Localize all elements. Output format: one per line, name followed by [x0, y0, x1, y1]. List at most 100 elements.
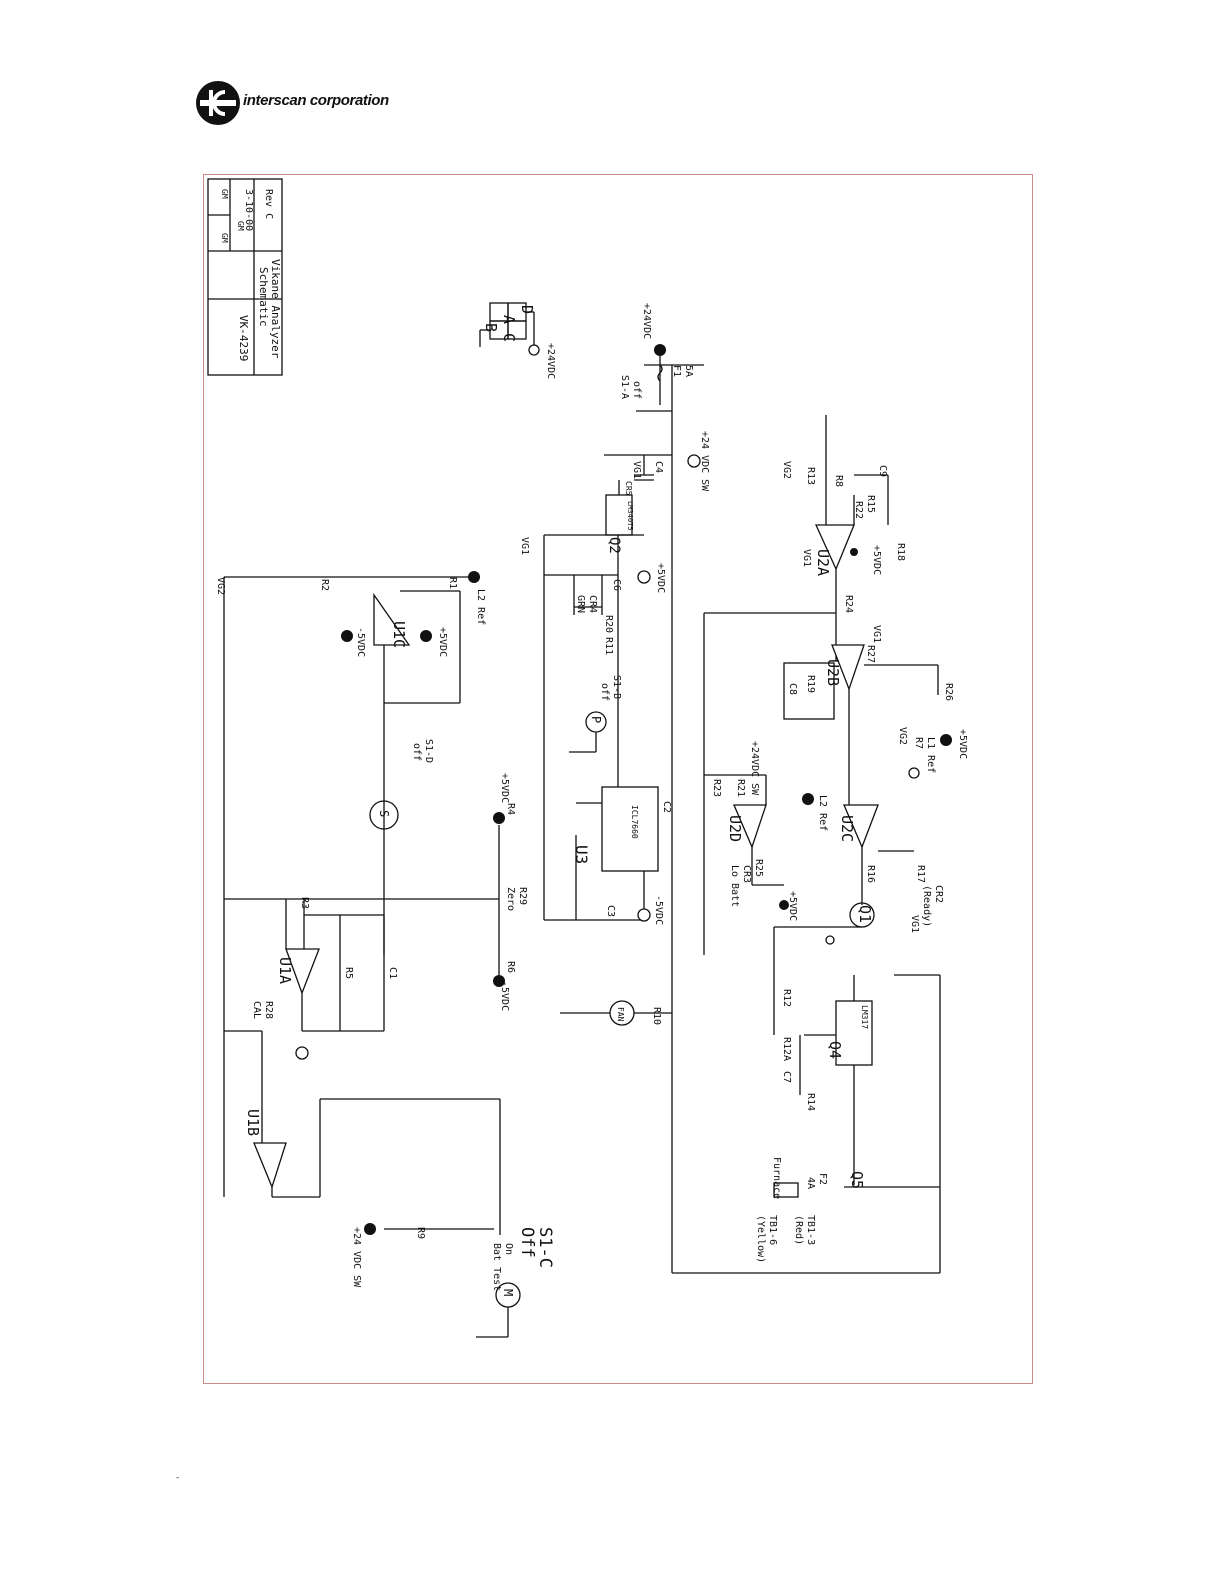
lm317-label: LM317 [860, 1005, 869, 1029]
f1-label: F1 [671, 365, 682, 377]
pump-label: P [589, 716, 603, 723]
r27-label: R27 [865, 645, 876, 663]
r21-label: R21 [735, 779, 746, 797]
r4-label: R4 [505, 803, 516, 815]
u2a-opamp [814, 524, 855, 571]
cr3-name: Lo Batt [729, 865, 740, 907]
r23-label: R23 [711, 779, 722, 797]
cr4-label: CR4 [587, 595, 598, 613]
q4-label: Q4 [826, 1041, 844, 1059]
u1c-opamp [373, 592, 411, 646]
connector-pin-a: A [500, 315, 518, 324]
r2-label: R2 [319, 579, 330, 591]
f1-rating: 5A [683, 365, 694, 377]
minus5-label-u3: -5VDC [653, 895, 664, 925]
title-line2: Schematic [257, 267, 270, 327]
u1a-opamp [285, 948, 320, 995]
connector-supply-label: +24VDC [545, 343, 556, 379]
q1-label: Q1 [856, 905, 874, 923]
r16-label: R16 [865, 865, 876, 883]
lm340-label: LM340T5 [626, 501, 634, 531]
vg2-label-right: VG2 [781, 461, 792, 479]
r12a-label: R12A [781, 1037, 792, 1061]
r10-label: R10 [651, 1007, 662, 1025]
r13-label: R13 [805, 467, 816, 485]
rev-label: Rev C [263, 189, 274, 219]
r22-label: R22 [853, 501, 864, 519]
r3-label: R3 [299, 897, 310, 909]
c6-label: C6 [611, 579, 622, 591]
l2-ref2-label: L2 Ref [817, 795, 828, 831]
s1c-on-label: On [503, 1243, 514, 1255]
drawing-number: VK-4239 [237, 315, 250, 361]
r29-name: Zero [505, 887, 516, 911]
cr3-label: CR3 [741, 865, 752, 883]
r28-name: CAL [251, 1001, 262, 1019]
c7-label: C7 [781, 1071, 792, 1083]
connector-pin-c: C [500, 333, 518, 342]
checked-by-label: GM [236, 221, 245, 231]
r12-label: R12 [781, 989, 792, 1007]
s1c-bat-label: Bat Test [491, 1243, 502, 1291]
plus5-label-u2a: +5VDC [871, 545, 882, 575]
u2c-label: U2C [838, 815, 856, 842]
r24-label: R24 [843, 595, 854, 613]
plus24-sw-label: +24 VDC SW [699, 431, 710, 492]
u2c-opamp [843, 804, 879, 849]
c4-label: C4 [653, 461, 664, 473]
r26-label: R26 [943, 683, 954, 701]
vg1-label-r27: VG1 [871, 625, 882, 643]
r19-label: R19 [805, 675, 816, 693]
r29-label: R29 [517, 887, 528, 905]
tb1-6-color: (Yellow) [755, 1215, 766, 1263]
plus24-sw2-label: +24VDC SW [749, 741, 760, 796]
c2-label: C2 [661, 801, 672, 813]
u2b-label: U2B [824, 659, 842, 686]
u2a-label: U2A [814, 549, 832, 576]
grn-label: GRN [575, 595, 586, 613]
s1a-label: S1-A [619, 375, 630, 399]
s1d-label: S1-D [423, 739, 434, 763]
vg2-label: VG2 [215, 577, 226, 595]
r8-label: R8 [833, 475, 844, 487]
footer-mark: - [176, 1473, 180, 1483]
l2-ref-label: L2 Ref [475, 589, 486, 625]
c9-label: C9 [877, 465, 888, 477]
r6-label: R6 [505, 961, 516, 973]
u3-icl7660-chip [601, 786, 659, 872]
motor-label: M [501, 1289, 515, 1296]
u2d-opamp [733, 804, 767, 849]
cr2-name: (Ready) [921, 885, 932, 927]
u2d-label: U2D [726, 815, 744, 842]
r15-label: R15 [865, 495, 876, 513]
u1a-label: U1A [276, 957, 294, 984]
fan-label: FAN [616, 1007, 625, 1022]
r18-label: R18 [895, 543, 906, 561]
furnace-label: Furnace [771, 1157, 782, 1199]
title-line1: Vikane Analyzer [269, 259, 282, 359]
r14-label: R14 [805, 1093, 816, 1111]
minus5-label-u1c: -5VDC [355, 627, 366, 657]
date-label: 3-10-00 [243, 189, 254, 231]
plus5-label-r4: +5VDC [499, 773, 510, 803]
interscan-logo-icon [196, 81, 240, 125]
tb1-3-label: TB1-3 [805, 1215, 816, 1245]
plus5-label-cr3: +5VDC [787, 891, 798, 921]
company-header: interscan corporation [195, 80, 455, 126]
cr5-label: CR5 [624, 481, 633, 496]
s1c-label: S1-C [535, 1227, 555, 1268]
u3-label: U3 [572, 845, 591, 864]
plus5-label-u1c: +5VDC [437, 627, 448, 657]
vg1-label: VG1 [519, 537, 530, 555]
title-block [207, 178, 283, 376]
r25-label: R25 [753, 859, 764, 877]
company-name: interscan corporation [243, 92, 389, 109]
r11-label: R11 [603, 637, 614, 655]
minus5-label-r6: -5VDC [499, 981, 510, 1011]
plus24-sw-label-s1c: +24 VDC SW [351, 1227, 362, 1288]
sensor-label: S [377, 810, 391, 817]
approved-by-label: GM [220, 233, 229, 243]
s1c-state: Off [517, 1227, 537, 1258]
s1b-state: off [599, 683, 610, 701]
c3-label: C3 [605, 905, 616, 917]
